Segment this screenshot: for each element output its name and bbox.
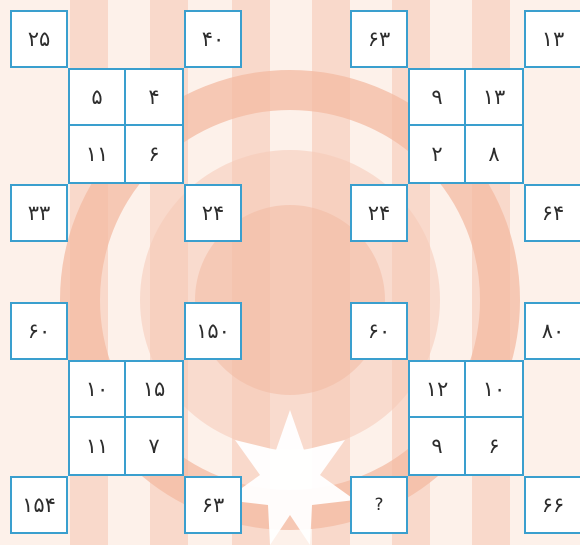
center-cell-r2c2: ۶	[466, 418, 524, 476]
corner-bottom-left: ۳۳	[10, 184, 68, 242]
corner-bottom-right: ۶۶	[524, 476, 580, 534]
corner-top-left: ۶۳	[350, 10, 408, 68]
center-cell-r1c1: ۵	[68, 68, 126, 126]
puzzle-grid-3: ۶۰ ۱۵۰ ۱۵۴ ۶۳ ۱۰ ۱۵ ۱۱ ۷	[10, 302, 242, 534]
center-cell-r1c2: ۱۰	[466, 360, 524, 418]
center-cell-r1c2: ۱۳	[466, 68, 524, 126]
center-cell-r1c2: ۴	[126, 68, 184, 126]
center-cell-r2c1: ۲	[408, 126, 466, 184]
puzzle-grid-2: ۶۳ ۱۳ ۲۴ ۶۴ ۹ ۱۳ ۲ ۸	[350, 10, 580, 242]
corner-top-left: ۶۰	[10, 302, 68, 360]
center-cell-r1c1: ۱۲	[408, 360, 466, 418]
corner-bottom-left: ۲۴	[350, 184, 408, 242]
puzzle-grid-1: ۲۵ ۴۰ ۳۳ ۲۴ ۵ ۴ ۱۱ ۶	[10, 10, 242, 242]
corner-bottom-right: ۶۳	[184, 476, 242, 534]
corner-top-left: ۶۰	[350, 302, 408, 360]
corner-bottom-left: ۱۵۴	[10, 476, 68, 534]
center-cell-r1c1: ۱۰	[68, 360, 126, 418]
corner-bottom-right: ۶۴	[524, 184, 580, 242]
corner-top-right: ۴۰	[184, 10, 242, 68]
corner-bottom-right: ۲۴	[184, 184, 242, 242]
center-cell-r1c2: ۱۵	[126, 360, 184, 418]
center-cell-r2c1: ۱۱	[68, 126, 126, 184]
corner-top-right: ۱۳	[524, 10, 580, 68]
center-cell-r2c2: ۷	[126, 418, 184, 476]
puzzle-grid-4: ۶۰ ۸۰ ? ۶۶ ۱۲ ۱۰ ۹ ۶	[350, 302, 580, 534]
corner-bottom-left-unknown[interactable]: ?	[350, 476, 408, 534]
center-cell-r2c2: ۶	[126, 126, 184, 184]
corner-top-right: ۸۰	[524, 302, 580, 360]
corner-top-left: ۲۵	[10, 10, 68, 68]
corner-top-right: ۱۵۰	[184, 302, 242, 360]
center-cell-r2c1: ۹	[408, 418, 466, 476]
center-cell-r1c1: ۹	[408, 68, 466, 126]
center-cell-r2c2: ۸	[466, 126, 524, 184]
center-cell-r2c1: ۱۱	[68, 418, 126, 476]
